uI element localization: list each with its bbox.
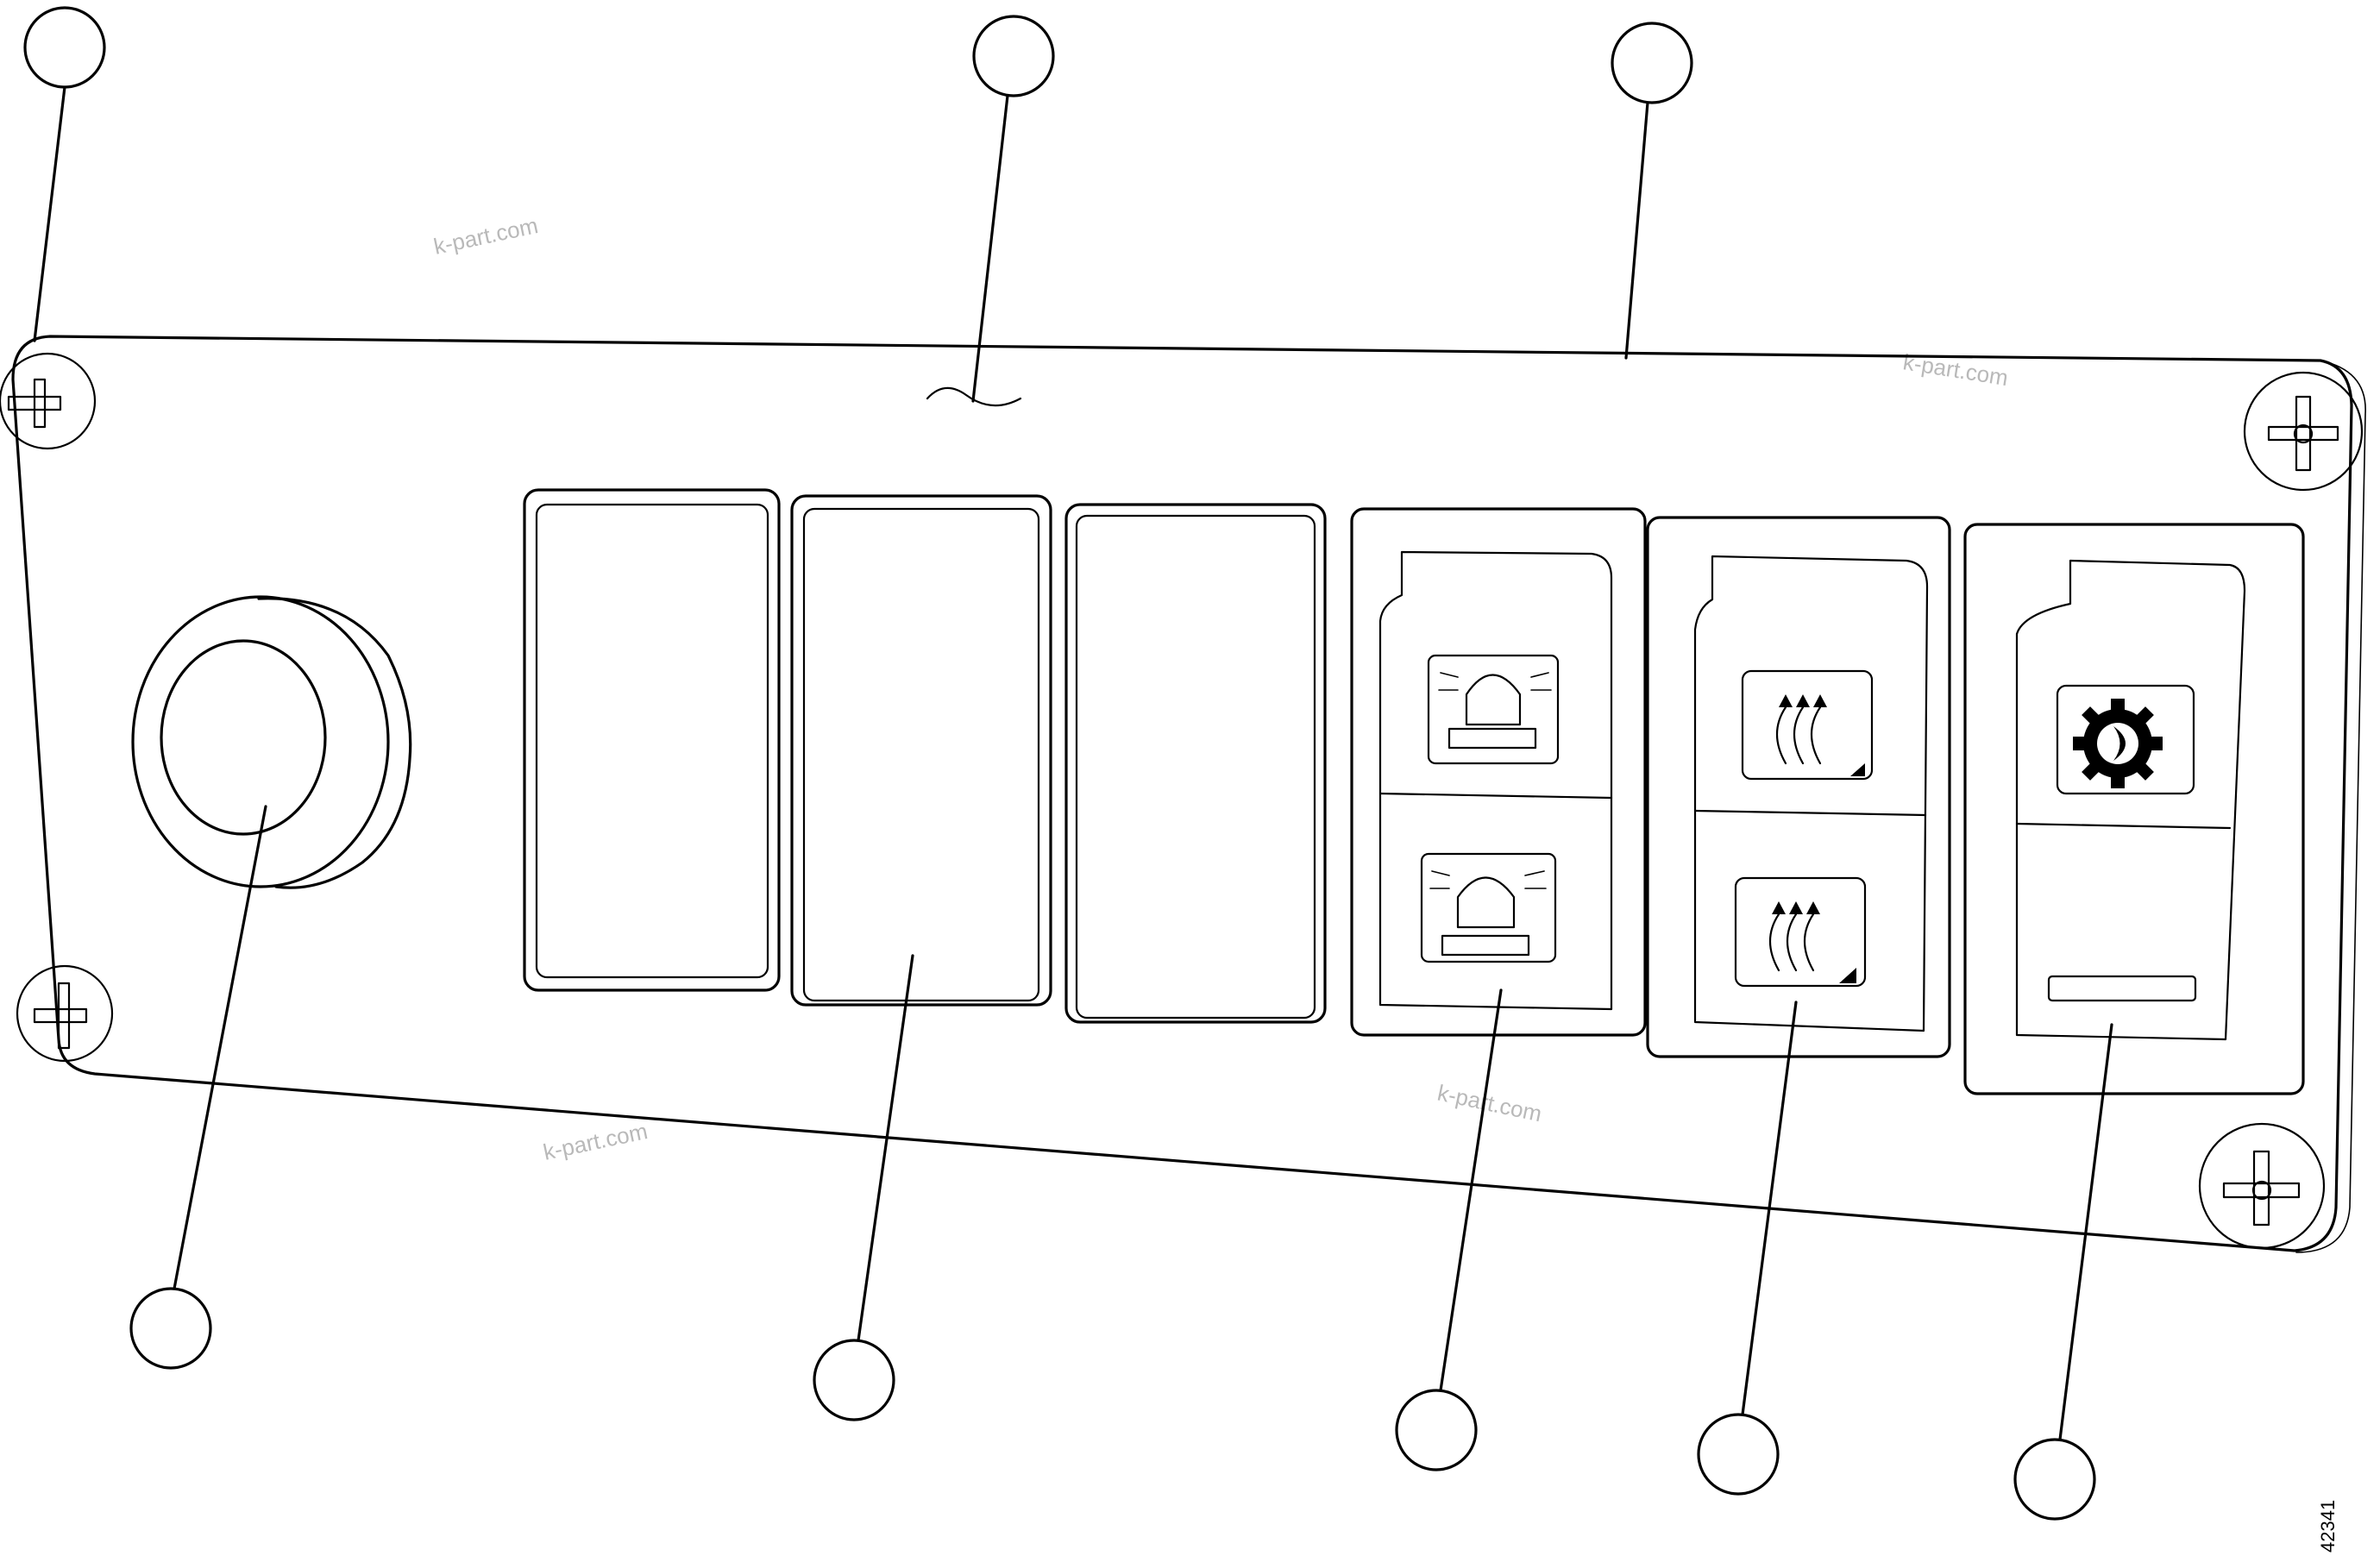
- callout-top-left-screw: [23, 6, 106, 342]
- defrost-icon-lower: [1734, 876, 1867, 988]
- callout-panel-top-right: [1611, 22, 1693, 360]
- panel-plate: [11, 335, 2366, 1253]
- callout-beacon-switch: [1395, 988, 1503, 1471]
- callout-blank-switch: [813, 954, 914, 1421]
- watermark-1: k-part.com: [431, 212, 540, 260]
- beacon-light-icon-lower: [1420, 852, 1557, 963]
- screw-bottom-right: [2198, 1122, 2326, 1250]
- callout-panel-top-edge: [926, 15, 1055, 407]
- callout-knob: [129, 805, 267, 1370]
- blank-switch-2: [790, 494, 1052, 1007]
- gear-lamp-switch: [1963, 523, 2305, 1095]
- figure-number: 42341: [2317, 1500, 2339, 1553]
- screw-bottom-left: [16, 964, 114, 1063]
- gear-night-lamp-icon: [2056, 684, 2195, 795]
- screw-top-right: [2243, 371, 2364, 492]
- beacon-switch: [1350, 507, 1647, 1037]
- callout-defrost-switch: [1697, 1001, 1798, 1496]
- beacon-light-icon: [1427, 654, 1560, 765]
- watermark-3: k-part.com: [541, 1118, 650, 1165]
- screw-top-left: [0, 352, 97, 450]
- watermark-4: k-part.com: [1435, 1080, 1544, 1127]
- callout-lamp-switch: [2013, 1023, 2113, 1521]
- blank-switch-1: [523, 488, 781, 992]
- defrost-switch: [1646, 516, 1951, 1058]
- rotary-knob: [131, 595, 412, 889]
- blank-switch-3: [1064, 503, 1327, 1024]
- defrost-icon: [1741, 669, 1874, 781]
